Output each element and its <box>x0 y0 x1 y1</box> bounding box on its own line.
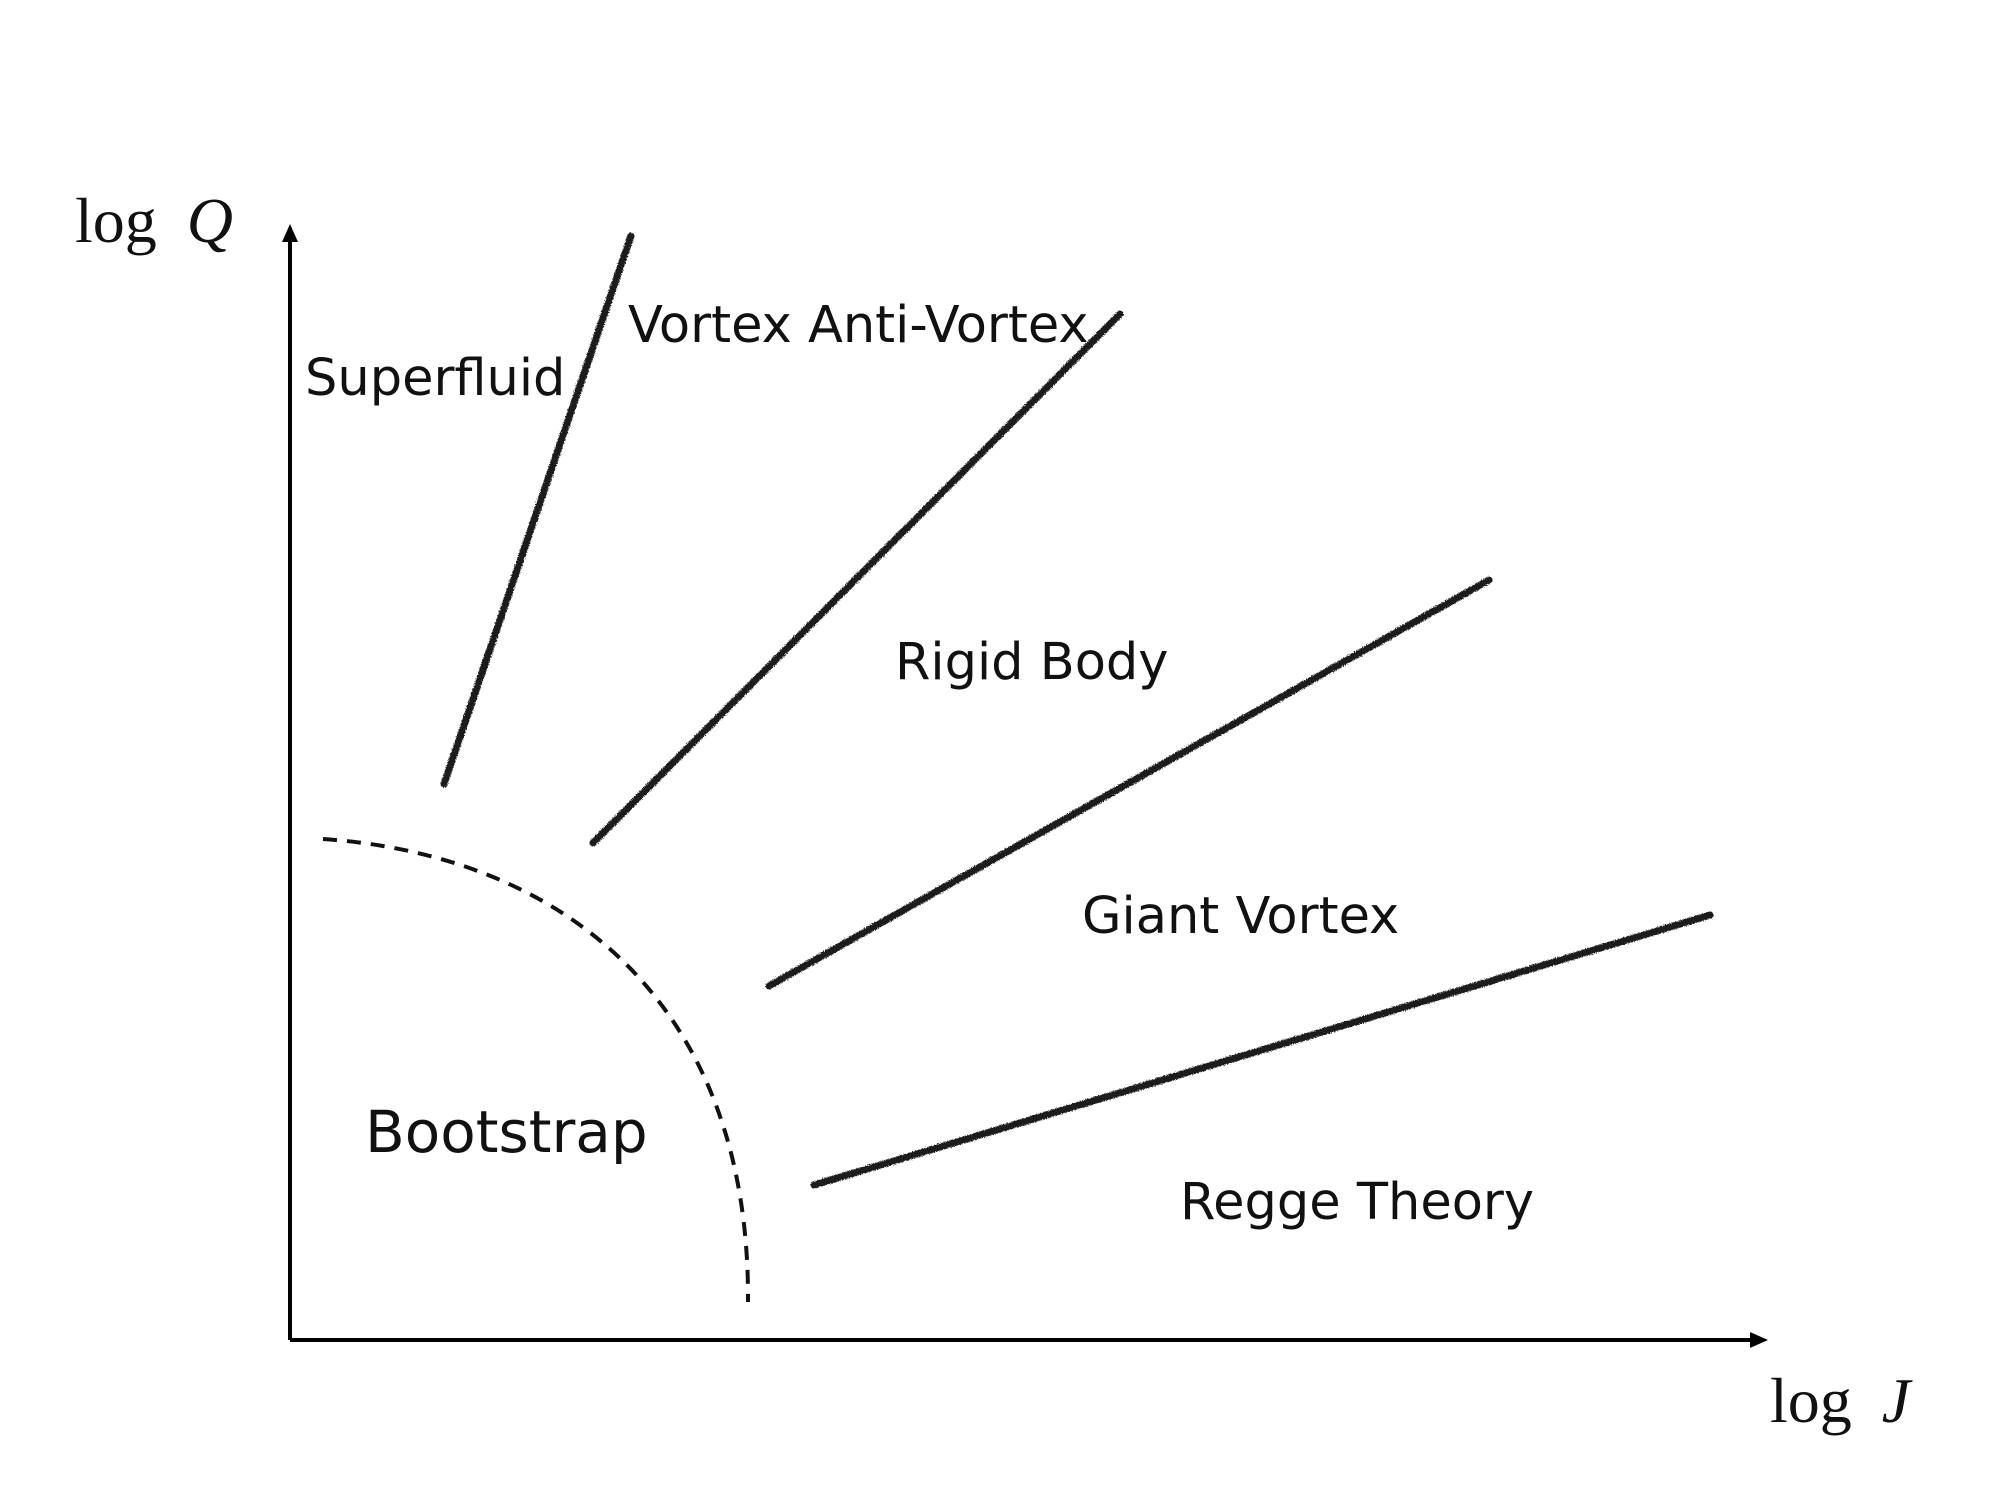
x-axis-arrowhead <box>1750 1332 1768 1348</box>
y-axis-label: log Q <box>75 185 233 256</box>
y-axis-label-prefix: log <box>75 185 157 256</box>
x-axis-label: log J <box>1770 1365 1913 1436</box>
region-label-bootstrap: Bootstrap <box>365 1098 648 1166</box>
x-axis-label-prefix: log <box>1770 1365 1852 1436</box>
y-axis-label-variable: Q <box>187 185 233 256</box>
y-axis-arrowhead <box>282 224 298 242</box>
region-label-vortex-anti-vortex: Vortex Anti-Vortex <box>628 296 1089 355</box>
superfluid-vortex-boundary <box>440 232 635 788</box>
region-label-superfluid: Superfluid <box>305 349 565 408</box>
region-label-giant-vortex: Giant Vortex <box>1082 887 1399 946</box>
vortex-rigid-boundary <box>589 310 1124 847</box>
region-label-regge-theory: Regge Theory <box>1180 1173 1534 1232</box>
rigid-giant-boundary <box>765 576 1493 990</box>
region-label-rigid-body: Rigid Body <box>895 633 1168 692</box>
giant-regge-boundary <box>810 911 1714 1189</box>
bootstrap-boundary-dashed <box>322 837 751 1303</box>
x-axis-label-variable: J <box>1882 1365 1913 1436</box>
